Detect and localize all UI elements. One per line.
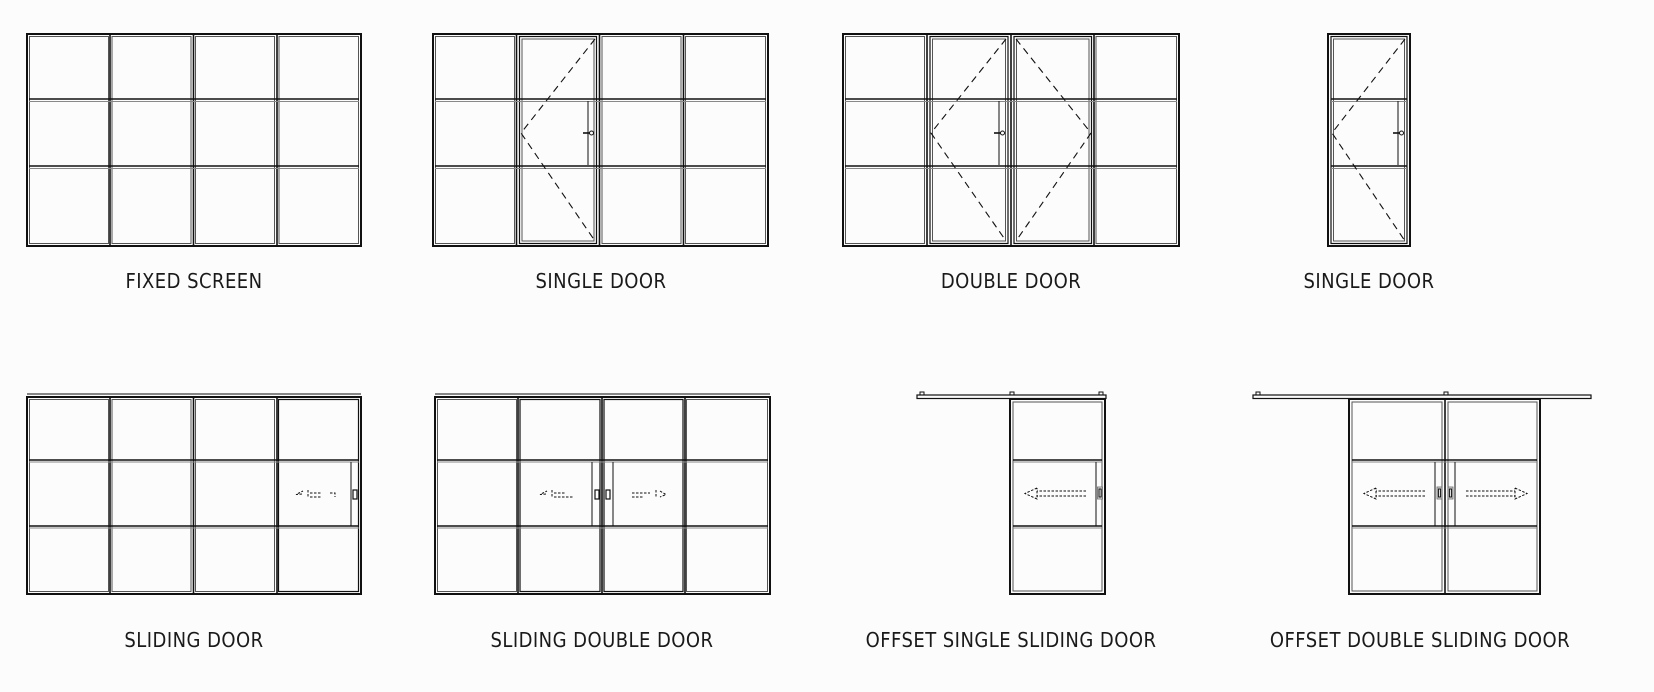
offset-double-sliding-door-diagram xyxy=(1252,391,1592,595)
label-offset-double-sliding-door: OFFSET DOUBLE SLIDING DOOR xyxy=(1269,628,1571,652)
arrow-right-icon xyxy=(632,490,668,498)
label-single-door-narrow: SINGLE DOOR xyxy=(1303,269,1435,293)
panel xyxy=(29,36,359,244)
pull-handle-icon-right xyxy=(605,489,611,500)
arrow-left-icon xyxy=(295,490,336,498)
track xyxy=(1252,394,1592,400)
double-door-diagram xyxy=(842,33,1180,247)
swing-indicator xyxy=(520,38,596,242)
arrow-right-icon xyxy=(1466,487,1529,500)
label-sliding-double-door: SLIDING DOUBLE DOOR xyxy=(490,628,714,652)
sliding-double-door-diagram xyxy=(434,393,771,595)
door-leaf xyxy=(1330,35,1408,245)
track xyxy=(916,394,1107,400)
track-stop xyxy=(1098,391,1104,396)
label-offset-single-sliding-door: OFFSET SINGLE SLIDING DOOR xyxy=(865,628,1157,652)
single-door-narrow-diagram xyxy=(1327,33,1411,247)
sliding-door-diagram xyxy=(26,393,362,595)
pull-handle-icon xyxy=(352,489,358,500)
single-door-wide-diagram xyxy=(432,33,769,247)
pull-handle-icon-right xyxy=(1448,488,1453,498)
door-handle-icon xyxy=(583,130,594,136)
label-fixed-screen: FIXED SCREEN xyxy=(125,269,263,293)
fixed-screen-diagram xyxy=(26,33,362,247)
track-stop xyxy=(919,391,925,396)
pull-handle-icon xyxy=(1098,488,1102,498)
arrow-left-icon xyxy=(539,490,573,498)
swing-indicator-right xyxy=(1015,38,1092,242)
label-sliding-door: SLIDING DOOR xyxy=(124,628,264,652)
offset-single-sliding-door-diagram xyxy=(916,391,1107,595)
pull-handle-icon-left xyxy=(1437,488,1442,498)
arrow-left-icon xyxy=(1023,487,1086,500)
door-leaf xyxy=(518,35,598,245)
door-handle-icon xyxy=(1393,130,1404,136)
sliding-leaf xyxy=(277,398,360,593)
sliding-leaf-left xyxy=(519,398,601,593)
roller xyxy=(1443,391,1449,396)
roller xyxy=(1009,391,1015,396)
swing-indicator xyxy=(1331,38,1406,242)
track-stop xyxy=(1255,391,1261,396)
door-leaf-right xyxy=(1013,35,1093,245)
door-leaf-left xyxy=(929,35,1009,245)
label-single-door-wide: SINGLE DOOR xyxy=(535,269,667,293)
door-handle-icon xyxy=(994,130,1005,136)
arrow-left-icon xyxy=(1362,487,1425,500)
swing-indicator-left xyxy=(930,38,1007,242)
label-double-door: DOUBLE DOOR xyxy=(940,269,1082,293)
pull-handle-icon-left xyxy=(594,489,600,500)
sliding-leaf-right xyxy=(603,398,684,593)
